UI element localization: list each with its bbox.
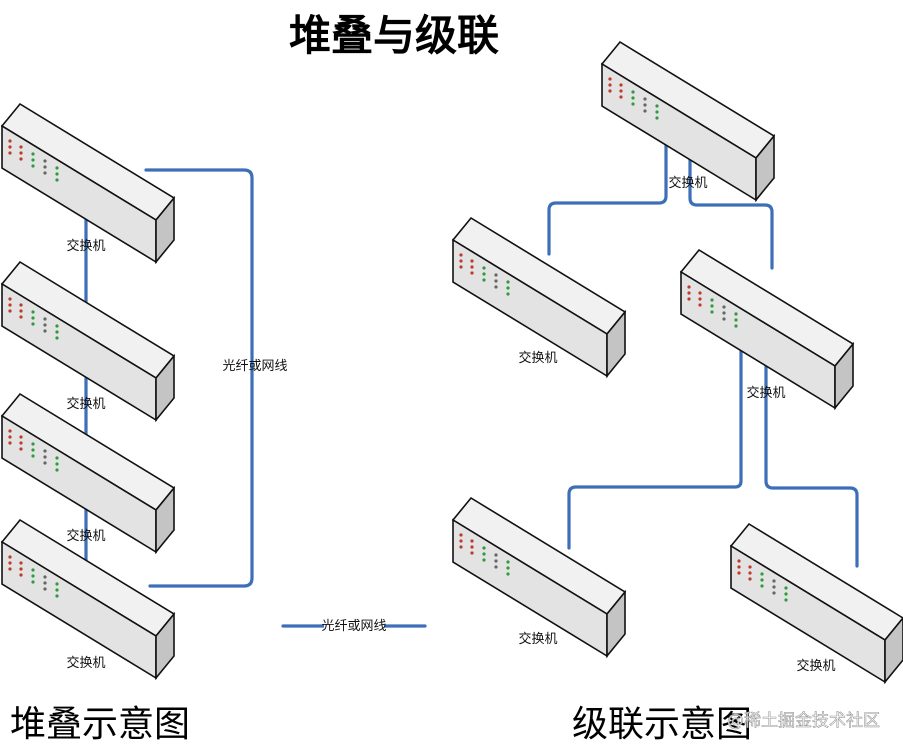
stack-switch-2: 交换机 xyxy=(1,261,175,421)
legend-label: 光纤或网线 xyxy=(321,619,386,634)
stack-caption: 堆叠示意图 xyxy=(10,704,190,745)
cascade-link-core-to-right xyxy=(688,130,774,270)
cascade-link-core-to-left xyxy=(547,116,668,256)
cascade-switch-left: 交换机 xyxy=(452,217,626,377)
cascade-links xyxy=(547,116,859,568)
cascade-switch-right: 交换机 xyxy=(680,249,854,409)
stack-cable-label: 光纤或网线 xyxy=(222,359,287,374)
stack-switches: 交换机 交换机 交换机 交换机 xyxy=(1,103,175,679)
cascade-switch-label: 交换机 xyxy=(518,350,557,366)
cascade-caption: 级联示意图 xyxy=(572,704,752,745)
stack-switch-label: 交换机 xyxy=(66,238,105,254)
stack-switch-4: 交换机 xyxy=(1,519,175,679)
cascade-switch-label: 交换机 xyxy=(746,385,785,401)
legend-label-background xyxy=(324,619,384,633)
cascade-switch-label: 交换机 xyxy=(796,658,835,674)
legend: 光纤或网线 xyxy=(281,619,427,634)
cascade-switch-bottom-left: 交换机 xyxy=(452,497,626,657)
cascade-link-mid-to-bottom-right xyxy=(764,344,859,568)
stack-switch-label: 交换机 xyxy=(66,396,105,412)
cascade-link-mid-to-bottom-left xyxy=(567,330,743,550)
stack-switch-label: 交换机 xyxy=(66,655,105,671)
stack-loop-cable xyxy=(144,168,254,588)
cascade-switch-label: 交换机 xyxy=(668,175,707,191)
cascade-switch-label: 交换机 xyxy=(518,631,557,647)
watermark: @稀土掘金技术社区 xyxy=(727,711,880,731)
cascade-switch-bottom-right: 交换机 xyxy=(730,523,903,683)
stack-switch-label: 交换机 xyxy=(66,528,105,544)
cascade-switches: 交换机 交换机 交换机 交换机 交换机 xyxy=(452,41,903,683)
diagram-title: 堆叠与级联 xyxy=(289,11,499,60)
cascade-switch-core: 交换机 xyxy=(601,41,775,201)
stack-switch-3: 交换机 xyxy=(1,393,175,553)
stack-switch-1: 交换机 xyxy=(1,103,175,263)
